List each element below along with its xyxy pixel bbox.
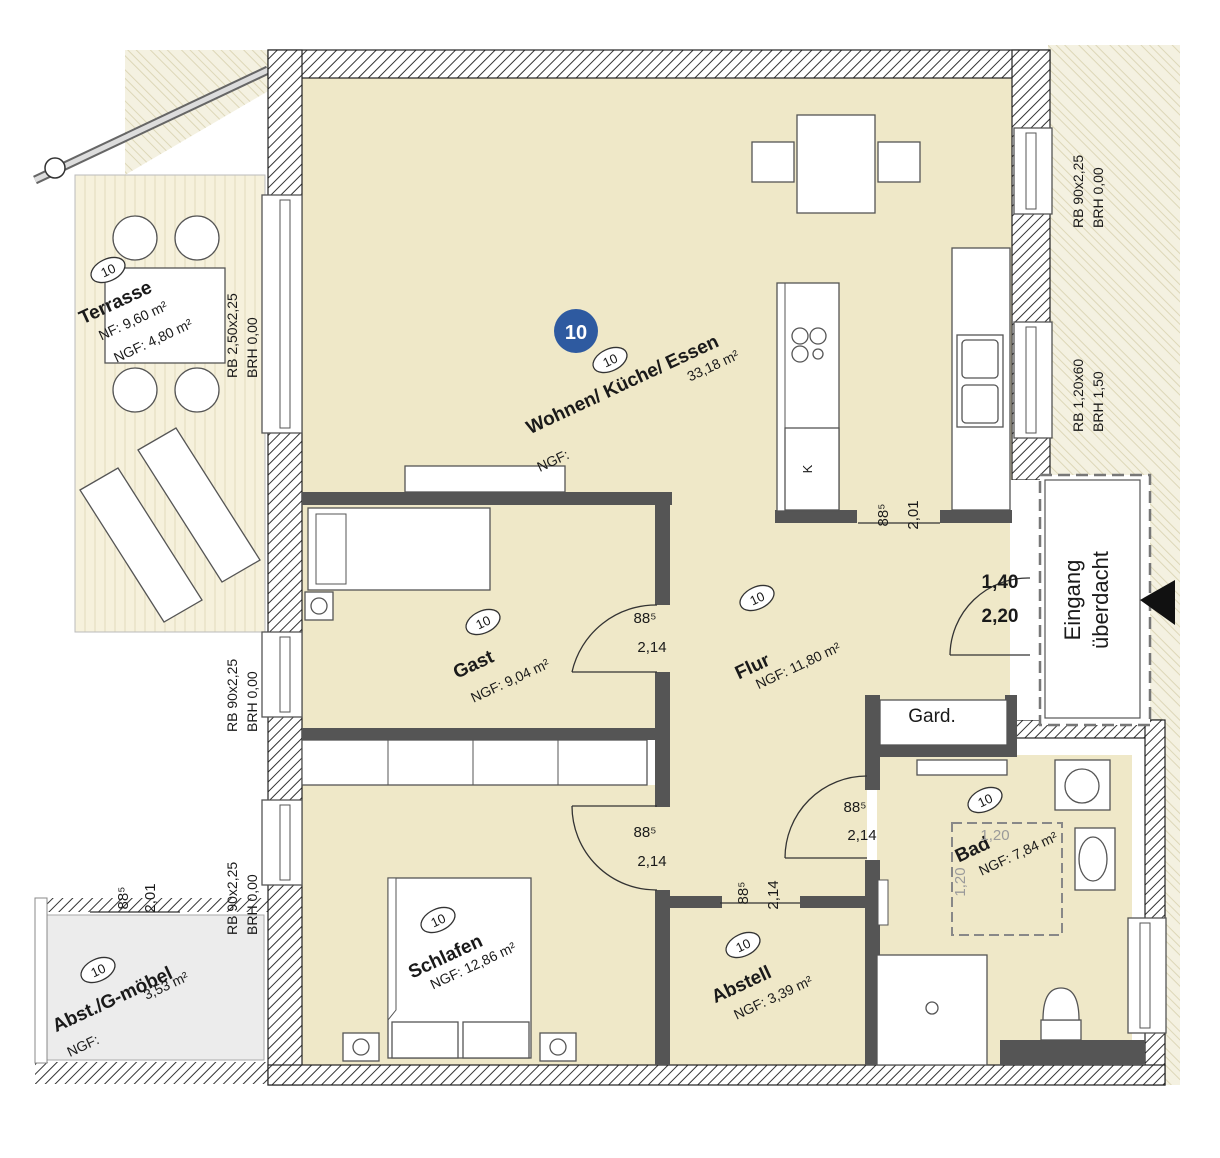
window-left-schlafen-rb: RB 90x2,25 [224,862,240,935]
schlafen-bed [342,877,577,1062]
door-bad-width: 88⁵ [844,799,867,816]
abstell-tag: 10 [733,936,752,956]
terrasse-area [33,65,270,633]
door-abstell-width: 88⁵ [735,882,752,905]
apartment-badge: 10 [554,309,598,353]
room-tag [725,931,761,959]
gast-bed [304,507,491,621]
kitchen-k-label: K [800,464,815,473]
door-abst-moebel-height: 2,01 [142,883,159,912]
door-bad-height: 2,14 [847,827,876,844]
room-tag [90,256,126,284]
dining-set [751,114,921,214]
door-schlafen-width: 88⁵ [634,824,657,841]
garderobe-label: Gard. [908,706,956,727]
door-abst-moebel-width: 88⁵ [115,887,132,910]
door-schlafen-height: 2,14 [637,853,666,870]
door-kitchen-height: 2,01 [905,500,922,529]
window-right-kitchen-rb: RB 1,20x60 [1070,359,1086,432]
door-kitchen-width: 88⁵ [875,504,892,527]
door-abstell-height: 2,14 [765,880,782,909]
eingang-label-2: überdacht [1088,551,1113,649]
flur-tag: 10 [747,589,766,609]
bad-tag: 10 [975,791,994,811]
shower-area-depth: 1,20 [952,867,969,896]
door-swings [90,522,1031,913]
room-tag [592,346,628,374]
eingang-label-1: Eingang [1060,560,1085,641]
window-left-gast-brh: BRH 0,00 [244,671,260,732]
room-tag [739,584,775,612]
window-left-terrasse-rb: RB 2,50x2,25 [224,293,240,378]
window-right-top-brh: BRH 0,00 [1090,167,1106,228]
sun-lounger [137,427,261,583]
entrance-canopy [1038,473,1175,727]
kitchen-island [776,282,840,512]
garderobe [879,699,1008,746]
gast-tag: 10 [473,613,492,633]
room-tag [465,608,501,636]
window-right-kitchen-brh: BRH 1,50 [1090,371,1106,432]
wohnen-tag: 10 [600,351,619,371]
svg-text:10: 10 [565,322,587,344]
shower-area-width: 1,20 [980,827,1009,844]
window-left-schlafen-brh: BRH 0,00 [244,874,260,935]
terrasse-tag: 10 [98,261,117,281]
tv-board [404,465,566,493]
window-left-gast-rb: RB 90x2,25 [224,659,240,732]
bathroom-fixtures [876,759,1116,1066]
toilet-icon [1040,1019,1082,1041]
door-gast-width: 88⁵ [634,610,657,627]
washing-machine-icon [1064,768,1100,804]
terrace-table [104,267,226,364]
cooktop-icon [791,327,809,345]
lamp-icon [44,157,66,179]
wardrobe [301,739,648,786]
door-entrance-height: 2,20 [982,606,1019,627]
kitchen-counter [951,247,1011,511]
door-entrance-width: 1,40 [982,572,1019,593]
room-tag [967,786,1003,814]
schlafen-tag: 10 [428,911,447,931]
room-tag [80,956,116,984]
interior-walls [34,492,1145,1065]
sun-lounger [79,467,203,623]
window-right-top-rb: RB 90x2,25 [1070,155,1086,228]
entrance-arrow-icon [1140,580,1175,625]
window-left-terrasse-brh: BRH 0,00 [244,317,260,378]
room-tag [420,906,456,934]
windows [261,127,1167,1034]
door-gast-height: 2,14 [637,639,666,656]
abst-moebel-area [41,914,265,1061]
abst-moebel-tag: 10 [88,961,107,981]
